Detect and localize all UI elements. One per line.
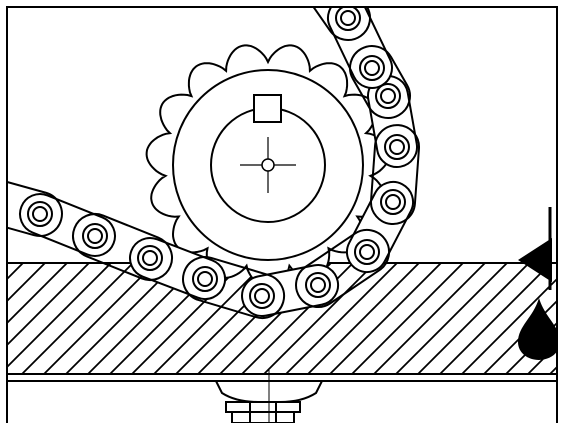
chain-pin: [364, 60, 380, 76]
chain-pin: [32, 206, 48, 222]
chain-pin: [389, 139, 405, 155]
chain-pin: [87, 228, 103, 244]
keyway-square-icon: [253, 94, 282, 123]
chain-link-plate: [349, 45, 411, 119]
shaft-center: [261, 158, 275, 172]
crosshair-icon: [240, 137, 296, 193]
chain-link-plate: [182, 256, 286, 320]
chain-link-plate: [19, 193, 116, 257]
chain-pin: [142, 250, 158, 266]
chain-link-plate: [72, 213, 173, 281]
roller-chain: [0, 7, 421, 320]
chain-pin: [359, 244, 375, 260]
mounting-bolt: [214, 370, 324, 423]
chain-link-plate: [301, 7, 372, 41]
chain-pin: [197, 271, 213, 287]
chain-pin: [340, 10, 356, 26]
triangle-marker-icon: [518, 207, 552, 290]
diagram-frame: [6, 6, 558, 423]
chain-link-plate: [295, 228, 391, 308]
sprocket-hub-ring: [172, 69, 364, 261]
chain-pin: [380, 88, 396, 104]
oil-drop-icon: [518, 298, 557, 360]
chain-roller: [0, 188, 2, 212]
chain-pin: [310, 277, 326, 293]
chain-link-plate: [369, 124, 421, 226]
chain-pin: [385, 194, 401, 210]
sprocket: [145, 44, 391, 289]
chain-link-plate: [7, 177, 63, 237]
chain-pin: [254, 288, 270, 304]
